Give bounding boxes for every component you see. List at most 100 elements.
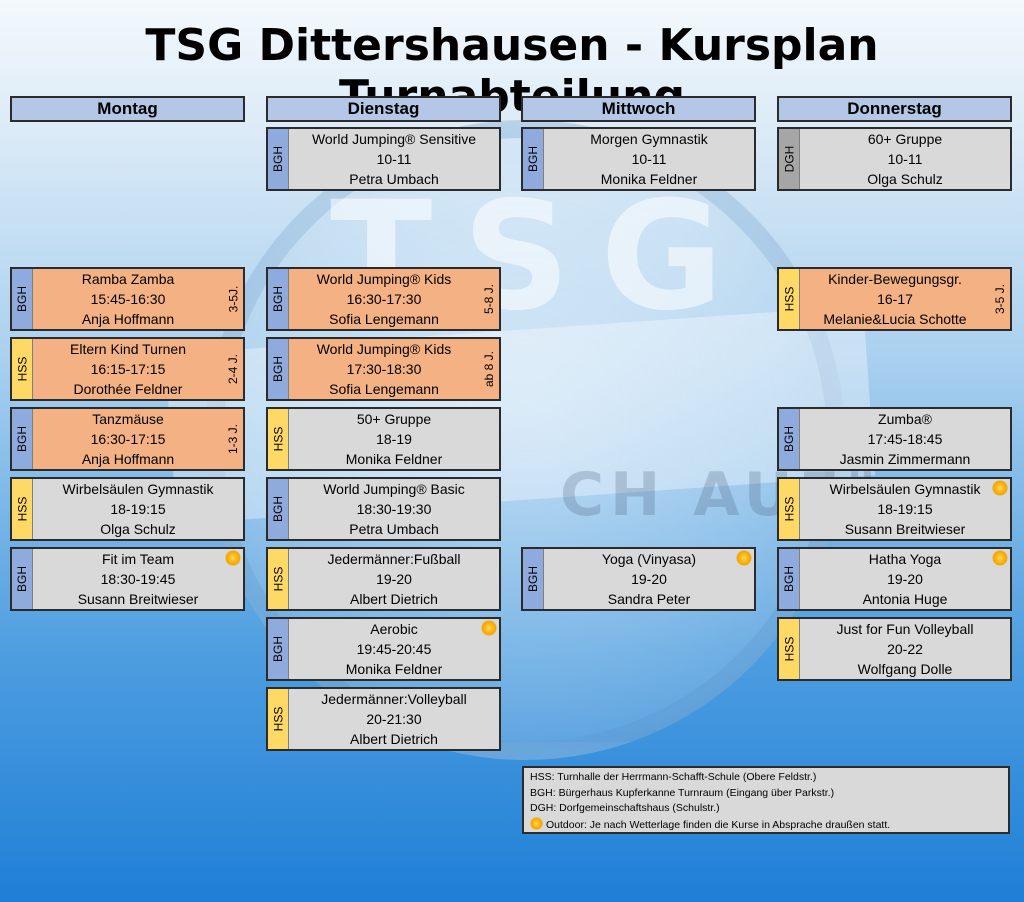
course-time: 16:15-17:15: [90, 361, 166, 377]
age-tag: 2-4 J.: [226, 353, 241, 385]
sun-icon: [481, 620, 497, 636]
location-legend: HSS: Turnhalle der Herrmann-Schafft-Schu…: [522, 766, 1010, 834]
course-time: 15:45-16:30: [90, 291, 166, 307]
course-name: World Jumping® Kids: [316, 271, 452, 287]
course-name: Jedermänner:Volleyball: [321, 691, 467, 707]
day-header-donnerstag: Donnerstag: [777, 96, 1012, 122]
location-tag: BGH: [523, 129, 544, 189]
course-name: Fit im Team: [101, 551, 175, 567]
location-tag: BGH: [779, 549, 800, 609]
course-trainer: Sofia Lengemann: [329, 381, 439, 397]
course-trainer: Anja Hoffmann: [81, 451, 175, 467]
course-name: 50+ Gruppe: [356, 411, 432, 427]
location-tag: HSS: [779, 479, 800, 539]
location-tag: HSS: [12, 479, 33, 539]
course-name: Aerobic: [370, 621, 418, 637]
legend-bgh: BGH: Bürgerhaus Kupferkanne Turnraum (Ei…: [530, 786, 835, 799]
legend-outdoor: Outdoor: Je nach Wetterlage finden die K…: [530, 816, 1002, 834]
location-tag: BGH: [268, 479, 289, 539]
sun-icon: [225, 550, 241, 566]
course-trainer: Sandra Peter: [607, 591, 691, 607]
course-name: Zumba®: [878, 411, 932, 427]
location-tag: DGH: [779, 129, 800, 189]
location-tag: HSS: [779, 619, 800, 679]
course-time: 19-20: [631, 571, 667, 587]
course-time: 18-19: [376, 431, 412, 447]
course-time: 17:30-18:30: [346, 361, 422, 377]
age-tag: 3-5 J.: [993, 283, 1008, 315]
course-trainer: Monika Feldner: [600, 171, 698, 187]
course-trainer: Sofia Lengemann: [329, 311, 439, 327]
course-name: Yoga (Vinyasa): [601, 551, 697, 567]
course-trainer: Petra Umbach: [349, 521, 439, 537]
location-tag: HSS: [268, 409, 289, 469]
course-trainer: Albert Dietrich: [350, 731, 438, 747]
course-time: 18:30-19:30: [356, 501, 432, 517]
course-time: 19:45-20:45: [356, 641, 432, 657]
course-name: World Jumping® Kids: [316, 341, 452, 357]
legend-dgh: DGH: Dorfgemeinschaftshaus (Schulstr.): [530, 802, 720, 814]
age-tag: 3-5J.: [226, 285, 240, 313]
course-trainer: Melanie&Lucia Schotte: [823, 311, 967, 327]
legend-hss: HSS: Turnhalle der Herrmann-Schafft-Schu…: [530, 771, 817, 783]
course-time: 18-19:15: [877, 501, 933, 517]
course-trainer: Monika Feldner: [345, 451, 443, 467]
location-tag: BGH: [12, 549, 33, 609]
course-time: 18:30-19:45: [100, 571, 176, 587]
sun-icon: [736, 550, 752, 566]
day-header-dienstag: Dienstag: [266, 96, 501, 122]
location-tag: HSS: [268, 549, 289, 609]
location-tag: BGH: [268, 619, 289, 679]
course-trainer: Anja Hoffmann: [81, 311, 175, 327]
course-name: World Jumping® Basic: [323, 481, 465, 497]
course-name: Just for Fun Volleyball: [836, 621, 974, 637]
location-tag: BGH: [12, 409, 33, 469]
course-name: Tanzmäuse: [92, 411, 164, 427]
course-name: Kinder-Bewegungsgr.: [828, 271, 962, 287]
location-tag: BGH: [268, 269, 289, 329]
location-tag: HSS: [779, 269, 800, 329]
course-time: 19-20: [887, 571, 923, 587]
location-tag: HSS: [268, 689, 289, 749]
location-tag: HSS: [12, 339, 33, 399]
course-trainer: Dorothée Feldner: [73, 381, 183, 397]
course-time: 16:30-17:30: [346, 291, 422, 307]
age-tag: 1-3 J.: [226, 423, 241, 455]
course-name: Ramba Zamba: [81, 271, 175, 287]
course-trainer: Antonia Huge: [862, 591, 948, 607]
location-tag: BGH: [268, 129, 289, 189]
course-time: 10-11: [887, 151, 923, 167]
age-tag: ab 8 J.: [482, 350, 496, 388]
day-header-montag: Montag: [10, 96, 245, 122]
sun-icon: [992, 550, 1008, 566]
location-tag: BGH: [268, 339, 289, 399]
course-time: 20-21:30: [366, 711, 422, 727]
day-header-mittwoch: Mittwoch: [521, 96, 756, 122]
course-name: Hatha Yoga: [868, 551, 942, 567]
course-time: 10-11: [631, 151, 667, 167]
location-tag: BGH: [12, 269, 33, 329]
course-trainer: Jasmin Zimmermann: [839, 451, 971, 467]
course-time: 20-22: [887, 641, 923, 657]
course-name: 60+ Gruppe: [867, 131, 943, 147]
course-trainer: Albert Dietrich: [350, 591, 438, 607]
course-time: 18-19:15: [110, 501, 166, 517]
course-trainer: Petra Umbach: [349, 171, 439, 187]
course-name: World Jumping® Sensitive: [311, 131, 477, 147]
